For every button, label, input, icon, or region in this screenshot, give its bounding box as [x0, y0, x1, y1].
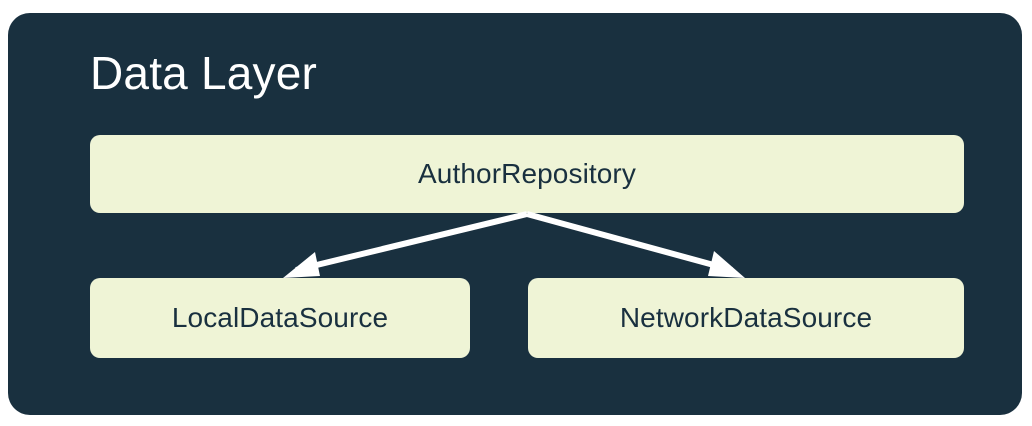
node-network-data-source[interactable]: NetworkDataSource — [528, 278, 964, 358]
node-label-author-repository: AuthorRepository — [418, 158, 636, 189]
node-local-data-source[interactable]: LocalDataSource — [90, 278, 470, 358]
node-author-repository[interactable]: AuthorRepository — [90, 135, 964, 213]
node-label-local-data-source: LocalDataSource — [171, 302, 389, 333]
page-title: Data Layer — [90, 47, 318, 99]
node-label-network-data-source: NetworkDataSource — [619, 302, 873, 333]
